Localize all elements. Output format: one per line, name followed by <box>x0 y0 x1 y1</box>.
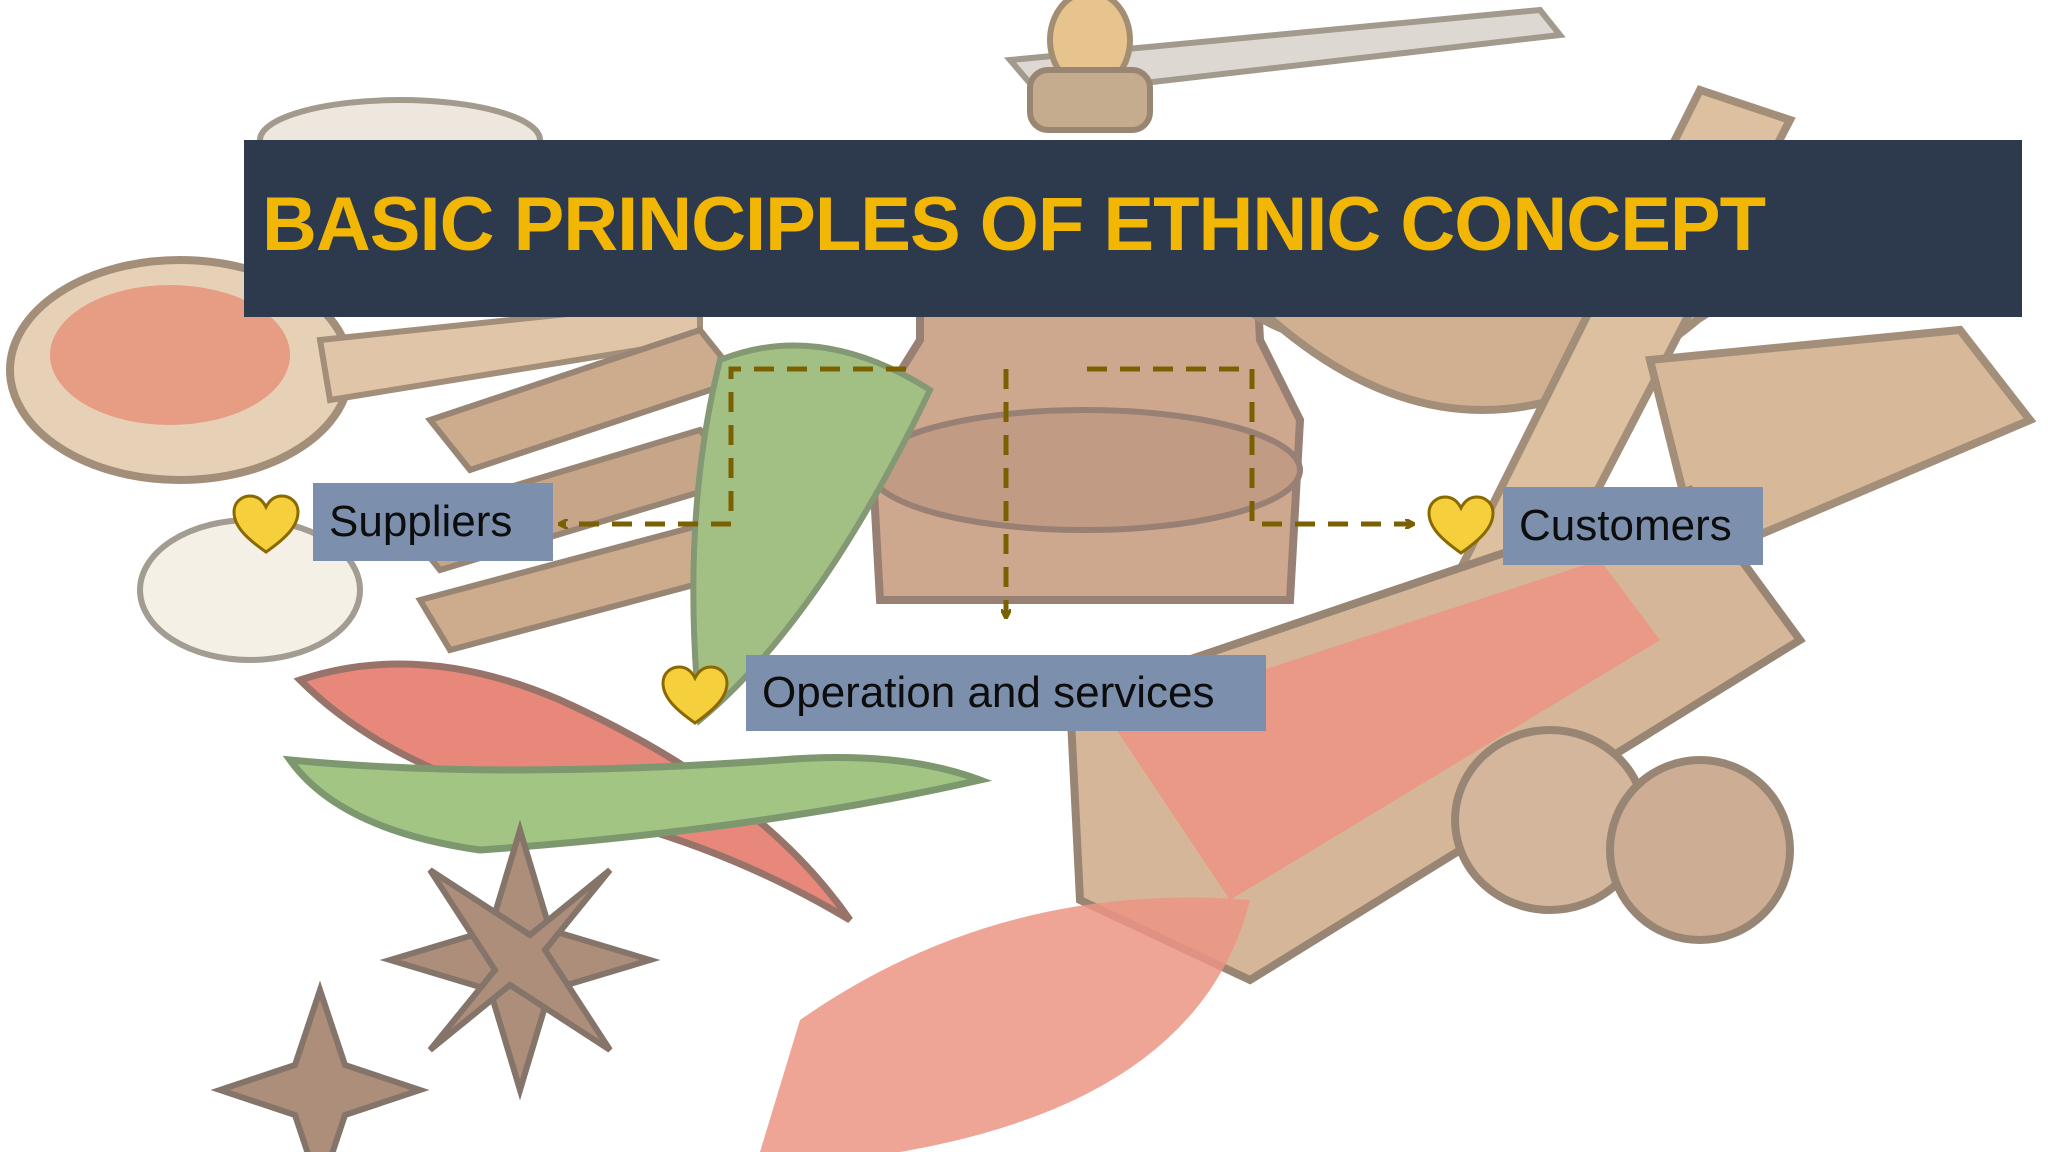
connector-to-suppliers <box>560 366 906 524</box>
heart-icon <box>232 494 300 554</box>
heart-icon <box>661 665 729 725</box>
slide-title: BASIC PRINCIPLES OF ETHNIC CONCEPT <box>262 182 1766 267</box>
connector-to-customers <box>1087 366 1413 524</box>
heart-icon <box>1427 495 1495 555</box>
label-suppliers: Suppliers <box>313 483 553 561</box>
label-customers: Customers <box>1503 487 1763 565</box>
title-bar <box>244 140 2022 317</box>
label-operation-and-services: Operation and services <box>746 655 1266 731</box>
